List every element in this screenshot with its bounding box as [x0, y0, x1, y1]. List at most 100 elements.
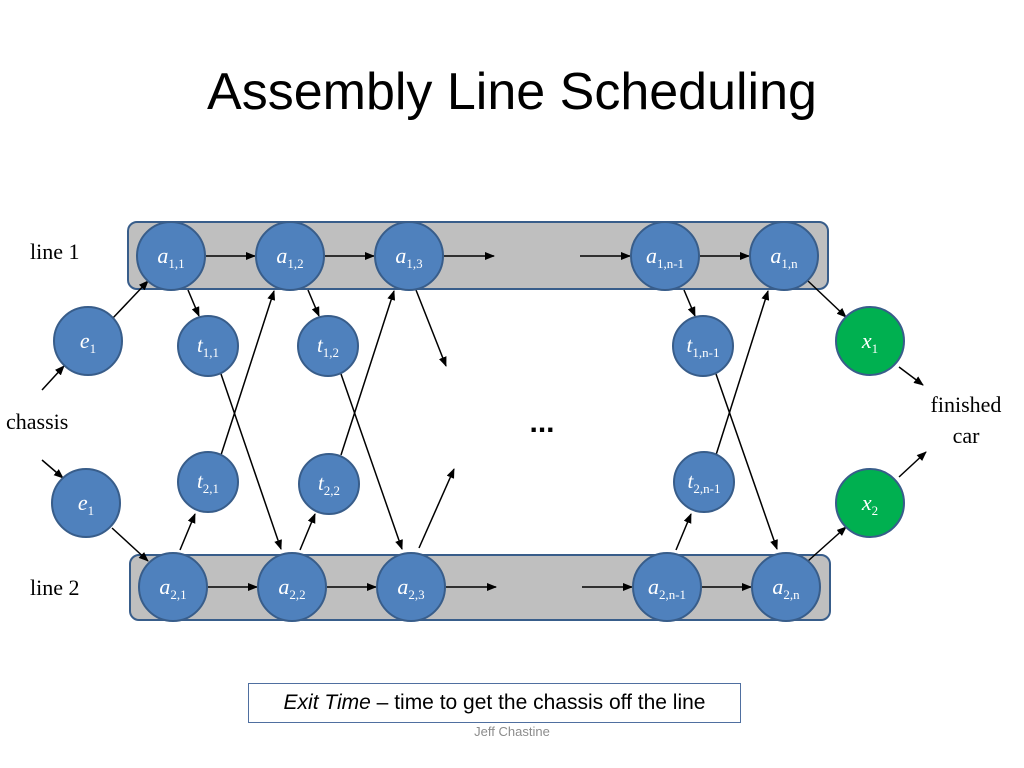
line-2-label: line 2	[30, 575, 80, 600]
node-sub: 2,2	[324, 483, 340, 498]
node-base: a	[276, 243, 287, 268]
svg-text:e1: e1	[80, 328, 96, 356]
node-t22: t2,2	[298, 453, 360, 515]
node-base: t	[318, 471, 325, 495]
arrow	[179, 513, 196, 551]
svg-text:a1,2: a1,2	[276, 243, 303, 271]
car-label: car	[953, 423, 981, 448]
node-base: x	[861, 490, 872, 515]
slide-title: Assembly Line Scheduling	[207, 63, 817, 121]
arrow	[807, 526, 847, 562]
node-sub: 1	[872, 341, 879, 356]
node-sub: 2,3	[408, 587, 424, 602]
exit-time-note: Exit Time – time to get the chassis off …	[248, 683, 741, 723]
node-t11: t1,1	[177, 315, 239, 377]
node-base: a	[397, 574, 408, 599]
node-base: a	[772, 574, 783, 599]
exit-time-definition: – time to get the chassis off the line	[370, 691, 706, 714]
arrow	[418, 468, 455, 549]
node-e1-line1: e1	[53, 306, 123, 376]
arrow	[41, 459, 64, 479]
node-base: a	[157, 243, 168, 268]
arrow	[683, 289, 696, 317]
node-sub: 1,n	[781, 256, 798, 271]
node-base: t	[317, 333, 324, 357]
node-x2: x2	[835, 468, 905, 538]
node-base: t	[687, 333, 694, 357]
node-base: t	[197, 469, 204, 493]
node-sub: 2,1	[170, 587, 186, 602]
node-t21: t2,1	[177, 451, 239, 513]
node-sub: 1,2	[287, 256, 303, 271]
svg-text:x1: x1	[861, 328, 878, 356]
node-a22: a2,2	[257, 552, 327, 622]
node-base: e	[78, 490, 88, 515]
node-a1n: a1,n	[749, 221, 819, 291]
svg-text:e1: e1	[78, 490, 94, 518]
arrow	[898, 366, 924, 386]
node-sub: 1,1	[203, 345, 219, 360]
arrow	[675, 513, 692, 551]
node-sub: 2,2	[289, 587, 305, 602]
node-sub: 2	[872, 503, 879, 518]
svg-text:a2,1: a2,1	[159, 574, 186, 602]
arrows	[41, 252, 927, 591]
svg-text:a2,n: a2,n	[772, 574, 800, 602]
node-sub: 1,3	[406, 256, 422, 271]
arrow	[220, 290, 276, 456]
node-base: a	[395, 243, 406, 268]
node-sub: 1,1	[168, 256, 184, 271]
arrow	[715, 373, 778, 550]
node-t12: t1,2	[297, 315, 359, 377]
arrow	[111, 280, 149, 320]
node-sub: 1	[90, 341, 97, 356]
node-a2n-1: a2,n-1	[632, 552, 702, 622]
node-base: a	[278, 574, 289, 599]
node-sub: 1,n-1	[657, 256, 684, 271]
arrow	[340, 290, 396, 456]
node-t1n-1: t1,n-1	[672, 315, 734, 377]
svg-text:a2,n-1: a2,n-1	[648, 574, 686, 602]
node-sub: 1	[88, 503, 95, 518]
svg-text:t2,1: t2,1	[197, 469, 219, 496]
svg-text:t2,n-1: t2,n-1	[688, 469, 721, 496]
arrow	[898, 451, 927, 478]
svg-text:a2,2: a2,2	[278, 574, 305, 602]
node-a11: a1,1	[136, 221, 206, 291]
node-e1-line2: e1	[51, 468, 121, 538]
arrow	[111, 527, 149, 562]
node-x1: x1	[835, 306, 905, 376]
node-sub: 1,2	[323, 345, 339, 360]
arrow	[220, 373, 282, 550]
finished-label: finished	[931, 392, 1002, 417]
node-a23: a2,3	[376, 552, 446, 622]
arrow	[807, 280, 847, 318]
arrow	[187, 289, 200, 317]
node-sub: 2,n-1	[693, 481, 720, 496]
node-sub: 1,n-1	[692, 345, 719, 360]
svg-text:t2,2: t2,2	[318, 471, 340, 498]
node-base: a	[159, 574, 170, 599]
svg-text:a1,n-1: a1,n-1	[646, 243, 684, 271]
svg-text:t1,2: t1,2	[317, 333, 339, 360]
node-sub: 2,n-1	[659, 587, 686, 602]
arrow	[299, 513, 316, 551]
node-base: t	[688, 469, 695, 493]
node-t2n-1: t2,n-1	[673, 451, 735, 513]
svg-text:t1,n-1: t1,n-1	[687, 333, 720, 360]
node-a21: a2,1	[138, 552, 208, 622]
arrow	[307, 289, 320, 317]
node-base: a	[646, 243, 657, 268]
node-sub: 2,n	[783, 587, 800, 602]
node-a12: a1,2	[255, 221, 325, 291]
exit-time-term: Exit Time	[283, 691, 371, 714]
svg-text:a1,3: a1,3	[395, 243, 422, 271]
node-a1n-1: a1,n-1	[630, 221, 700, 291]
arrow	[340, 373, 403, 550]
node-base: a	[770, 243, 781, 268]
ellipsis-label: ...	[529, 406, 554, 439]
chassis-label: chassis	[6, 409, 68, 434]
node-sub: 2,1	[203, 481, 219, 496]
node-base: x	[861, 328, 872, 353]
